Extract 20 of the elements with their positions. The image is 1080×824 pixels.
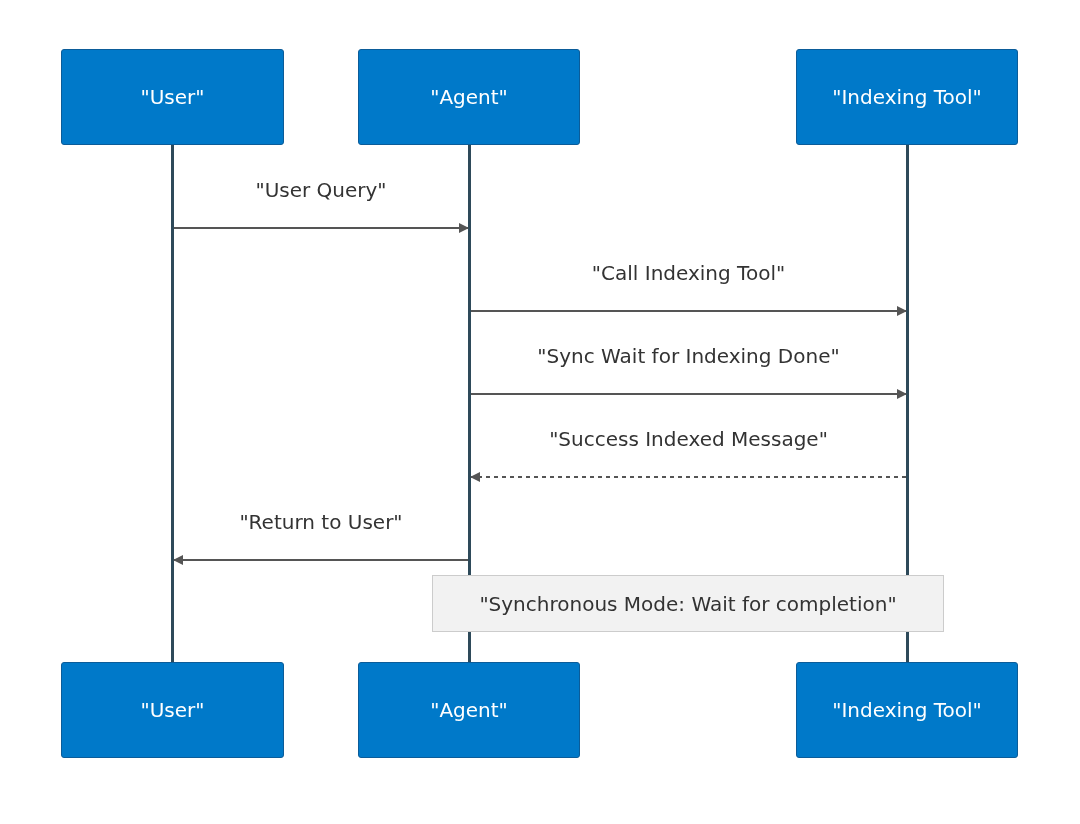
- participant-box: [61, 49, 284, 145]
- message-arrow: [470, 306, 907, 316]
- participant-label: "User": [140, 84, 205, 111]
- participant-box: [358, 662, 580, 758]
- participant-label: "Indexing Tool": [832, 84, 982, 111]
- participant-label: "User": [140, 697, 205, 724]
- participant-box: [796, 49, 1018, 145]
- participant-label: "Agent": [430, 697, 508, 724]
- participant-label: "Agent": [430, 84, 508, 111]
- message-arrow: [470, 472, 907, 482]
- participant-box: [358, 49, 580, 145]
- note-box: [432, 575, 944, 632]
- participant-box: [61, 662, 284, 758]
- participant-box: [796, 662, 1018, 758]
- participant-label: "Indexing Tool": [832, 697, 982, 724]
- note-text: "Synchronous Mode: Wait for completion": [479, 590, 897, 618]
- message-arrow: [470, 389, 907, 399]
- lifeline: [171, 145, 174, 662]
- message-arrow: [173, 555, 469, 565]
- message-arrow: [173, 223, 469, 233]
